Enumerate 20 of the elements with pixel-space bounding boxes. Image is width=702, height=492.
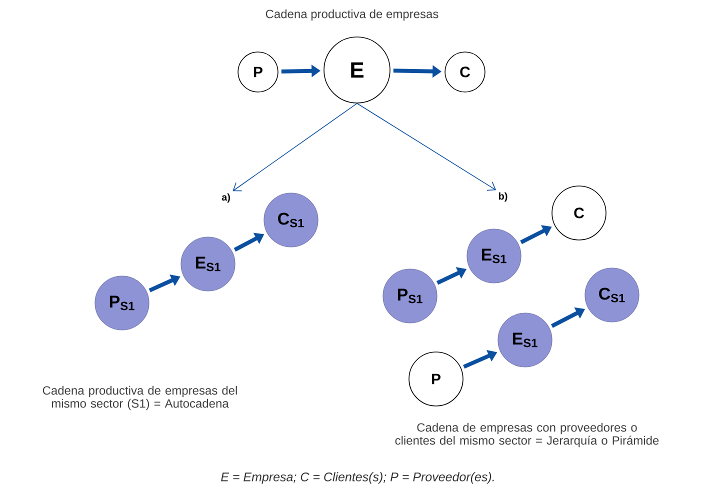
sphere-node: E$_{S1}$ <box>180 236 236 292</box>
sphere-node: C$_{S1}$ <box>584 268 640 322</box>
circle-node: C <box>444 52 486 92</box>
panel-label: a) <box>222 193 230 203</box>
arrow <box>232 103 358 192</box>
sphere-node: P$_{S1}$ <box>382 268 438 324</box>
circle-node: P <box>408 352 464 406</box>
panel-label: b) <box>498 192 508 202</box>
sphere-node: E$_{S1}$ <box>498 312 552 368</box>
sphere-node: P$_{S1}$ <box>94 276 150 330</box>
caption-text: Cadena de empresas con proveedores o clientes del mismo sector = Jerarquía o Pirámide <box>395 422 659 448</box>
sphere-node: E$_{S1}$ <box>466 228 522 284</box>
circle-node: P <box>238 52 278 92</box>
title: Cadena productiva de empresas <box>266 9 438 21</box>
caption-text: Cadena productiva de empresas del mismo sector (S1) = Autocadena <box>42 386 237 410</box>
caption: E = Empresa; C = Clientes(s); P = Proveedor(es). <box>221 472 494 484</box>
circle-node: C <box>552 186 606 240</box>
arrow <box>356 103 496 191</box>
circle-node: E <box>324 36 390 104</box>
sphere-node: C$_{S1}$ <box>264 192 318 248</box>
